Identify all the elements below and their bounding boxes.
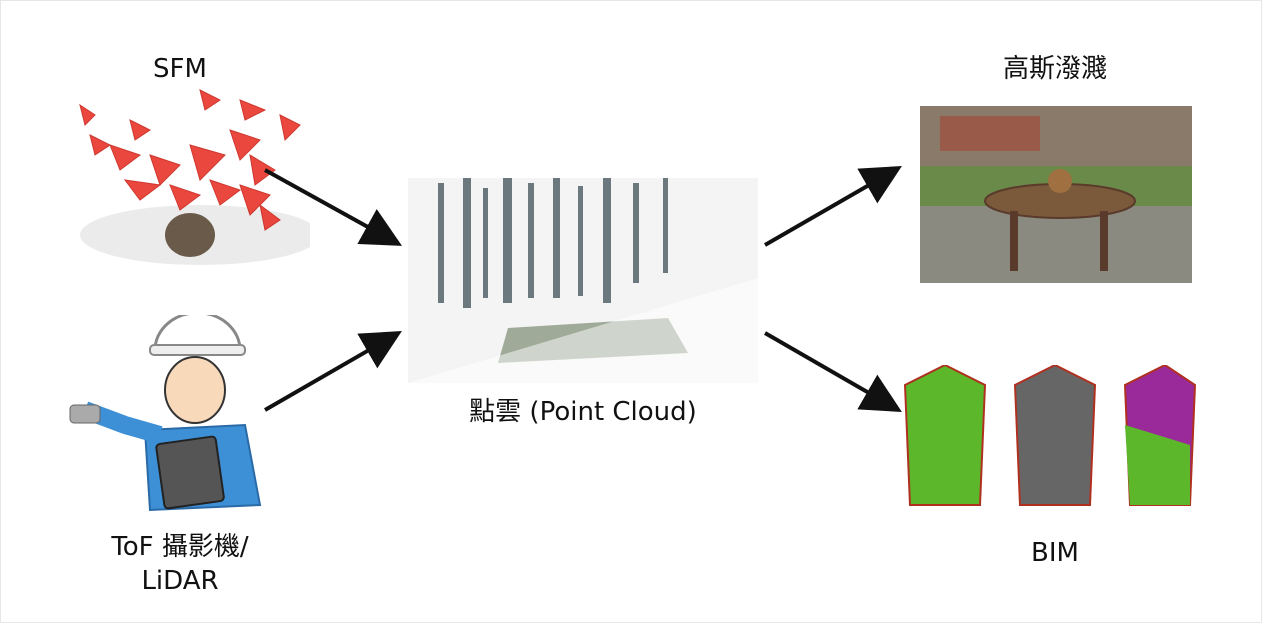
pointcloud-label: 點雲 (Point Cloud)	[469, 397, 697, 427]
arrow-pointcloud-to-gaussian	[764, 166, 902, 247]
tof-label-line2: LiDAR	[141, 566, 219, 596]
arrow-pointcloud-to-bim	[764, 331, 902, 412]
sfm-label: SFM	[153, 54, 207, 84]
worker-with-scanner-illustration	[65, 315, 265, 525]
bim-label: BIM	[1031, 538, 1079, 568]
arrow-sfm-to-pointcloud	[264, 168, 402, 246]
gaussian-label: 高斯潑濺	[1002, 54, 1107, 84]
gaussian-splatting-garden-image	[920, 106, 1192, 283]
sfm-camera-poses-image	[50, 85, 310, 275]
bim-building-models-image	[900, 365, 1200, 525]
tof-label-line1: ToF 攝影機/	[111, 532, 249, 562]
arrow-tof-to-pointcloud	[264, 331, 402, 412]
point-cloud-image	[408, 178, 758, 383]
